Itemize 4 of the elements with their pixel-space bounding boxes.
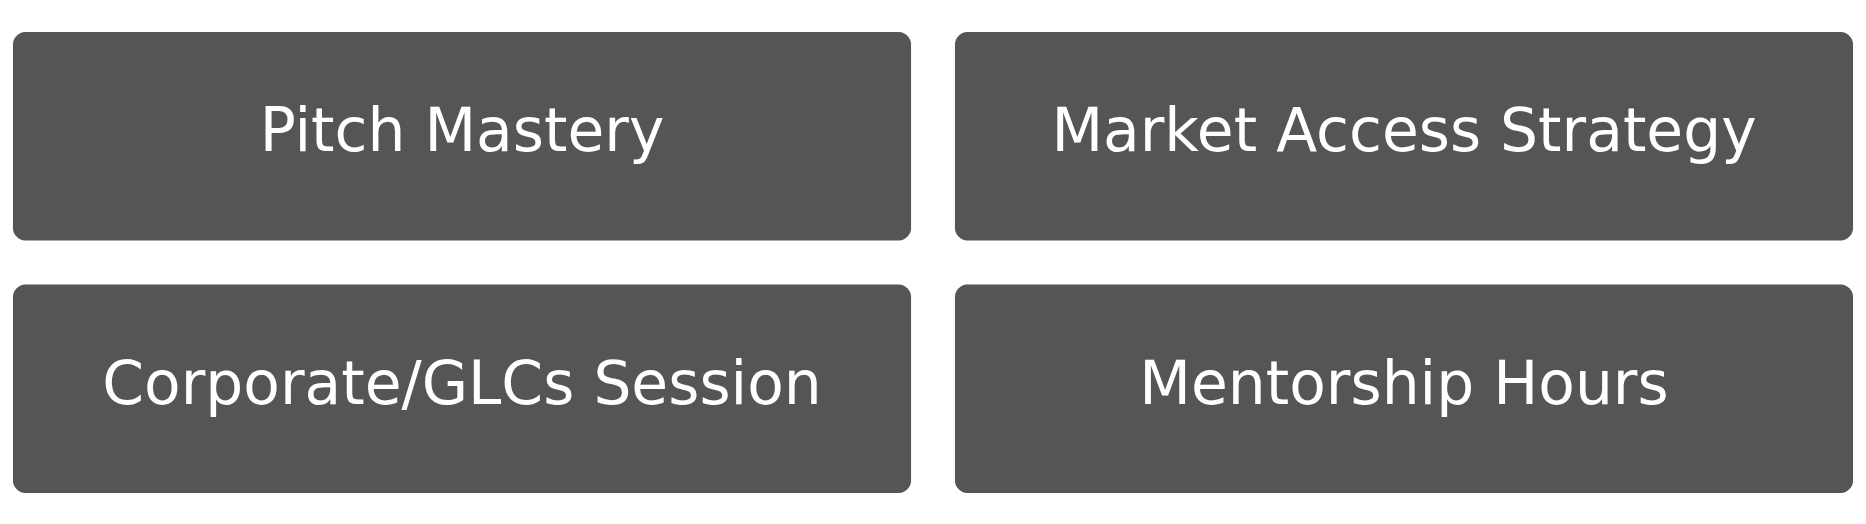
node-box: Corporate/GLCs Session	[12, 283, 912, 493]
node-box: Mentorship Hours	[954, 283, 1854, 493]
node-box: Market Access Strategy	[954, 31, 1854, 241]
node-box: Pitch Mastery	[12, 31, 912, 241]
